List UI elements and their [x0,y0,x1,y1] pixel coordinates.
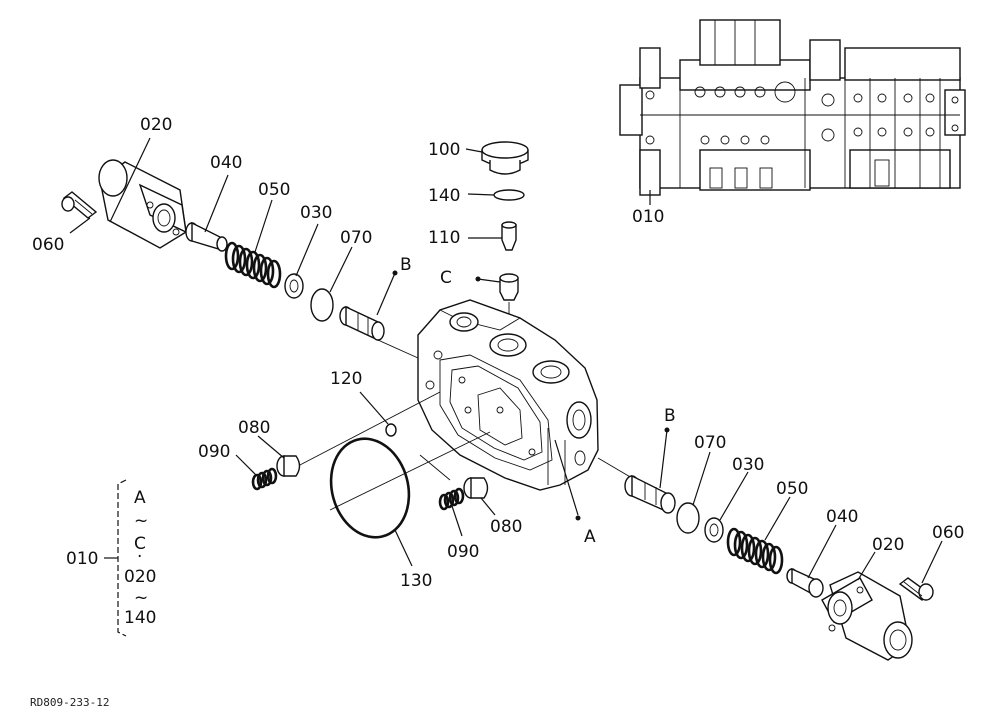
label-050-left: 050 [258,180,290,200]
spring-050-left [224,241,282,289]
control-valve-inset [619,19,966,205]
label-110: 110 [428,228,460,248]
spring-seat-040-left [185,221,228,252]
label-040-right: 040 [826,507,858,527]
o-ring-120 [385,423,397,437]
label-b-left: B [400,255,412,275]
label-050-right: 050 [776,479,808,499]
washer-030-right [704,517,724,543]
label-070-left: 070 [340,228,372,248]
point-a [575,515,581,521]
label-040-left: 040 [210,153,242,173]
drawing-code: RD809-233-12 [30,696,109,709]
legend-tilde-2: ~ [134,588,148,608]
label-b-right: B [664,406,676,426]
label-080-left: 080 [238,418,270,438]
bolt-060-right [898,577,934,601]
part-c [499,273,519,301]
o-ring-070-right [676,502,700,534]
o-ring-140 [493,189,525,201]
valve-section-body [417,299,599,491]
spool-b-right [624,474,676,514]
label-070-right: 070 [694,433,726,453]
point-c [475,276,481,282]
label-010-inset: 010 [632,207,664,227]
spring-seat-040-right [786,567,824,598]
label-c: C [440,268,452,288]
label-090-mid: 090 [447,542,479,562]
label-020-right: 020 [872,535,904,555]
label-120: 120 [330,369,362,389]
piston-110 [501,221,517,251]
o-ring-070-left [310,288,334,322]
washer-030-left [284,273,304,299]
label-140: 140 [428,186,460,206]
label-080-mid: 080 [490,517,522,537]
spool-b-left [339,305,385,342]
label-060-right: 060 [932,523,964,543]
spring-090-left [251,467,278,491]
spring-050-right [726,527,784,575]
label-060-left: 060 [32,235,64,255]
legend-from-1: A [134,488,146,508]
assembly-legend [104,479,127,637]
legend-to-1: C [134,534,146,554]
label-a: A [584,527,596,547]
legend-from-2: 020 [124,567,156,587]
plug-100 [481,141,529,175]
cover-020-right [821,571,913,661]
label-130: 130 [400,571,432,591]
legend-assembly-number: 010 [66,549,98,569]
poppet-080-mid [463,477,489,499]
legend-to-2: 140 [124,608,156,628]
cover-020-left [98,159,187,249]
poppet-080-left [276,455,301,477]
legend-dot: · [137,547,142,567]
point-b-right [664,427,670,433]
label-030-right: 030 [732,455,764,475]
label-100: 100 [428,140,460,160]
o-ring-130 [329,437,411,539]
label-090-left: 090 [198,442,230,462]
label-020-left: 020 [140,115,172,135]
label-030-left: 030 [300,203,332,223]
legend-tilde-1: ~ [134,511,148,531]
bolt-060-left [61,191,98,219]
point-b-left [392,270,398,276]
spring-090-mid [438,487,465,511]
